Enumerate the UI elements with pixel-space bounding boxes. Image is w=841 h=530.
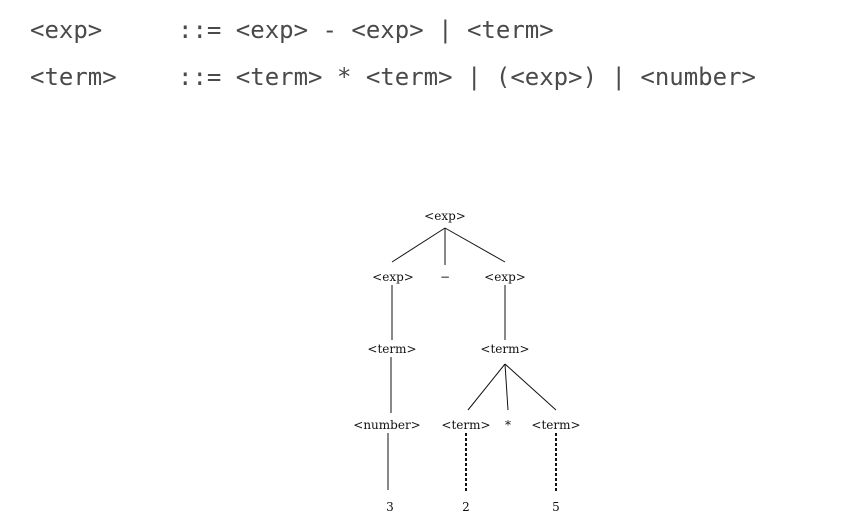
node-term-right: <term> bbox=[480, 342, 529, 356]
edge-term-term-right bbox=[504, 363, 557, 411]
node-exp-left: <exp> bbox=[372, 270, 414, 284]
leaf-3: 3 bbox=[386, 500, 394, 514]
grammar-rule-term: <term> ::= <term> * <term> | (<exp>) | <… bbox=[30, 62, 756, 92]
node-term-rr: <term> bbox=[531, 418, 580, 432]
edge-term-star bbox=[504, 363, 509, 411]
rule-rhs: ::= <exp> - <exp> | <term> bbox=[178, 16, 554, 44]
node-number: <number> bbox=[353, 418, 420, 432]
leaf-2: 2 bbox=[462, 500, 470, 514]
edge-root-exp-right bbox=[444, 227, 506, 263]
node-term-rl: <term> bbox=[441, 418, 490, 432]
rule-lhs: <exp> bbox=[30, 16, 103, 44]
rule-lhs: <term> bbox=[30, 63, 117, 91]
grammar-rules: <exp> ::= <exp> - <exp> | <term> <term> … bbox=[0, 0, 841, 120]
node-term-left: <term> bbox=[367, 342, 416, 356]
node-exp-right: <exp> bbox=[484, 270, 526, 284]
leaf-5: 5 bbox=[552, 500, 560, 514]
edge-term-term-left bbox=[467, 363, 506, 411]
node-star: * bbox=[505, 418, 511, 432]
edge-root-exp-left bbox=[391, 227, 446, 263]
grammar-rule-exp: <exp> ::= <exp> - <exp> | <term> bbox=[30, 15, 554, 45]
rule-rhs: ::= <term> * <term> | (<exp>) | <number> bbox=[178, 63, 756, 91]
node-root-exp: <exp> bbox=[424, 209, 466, 223]
node-minus: − bbox=[440, 270, 450, 284]
